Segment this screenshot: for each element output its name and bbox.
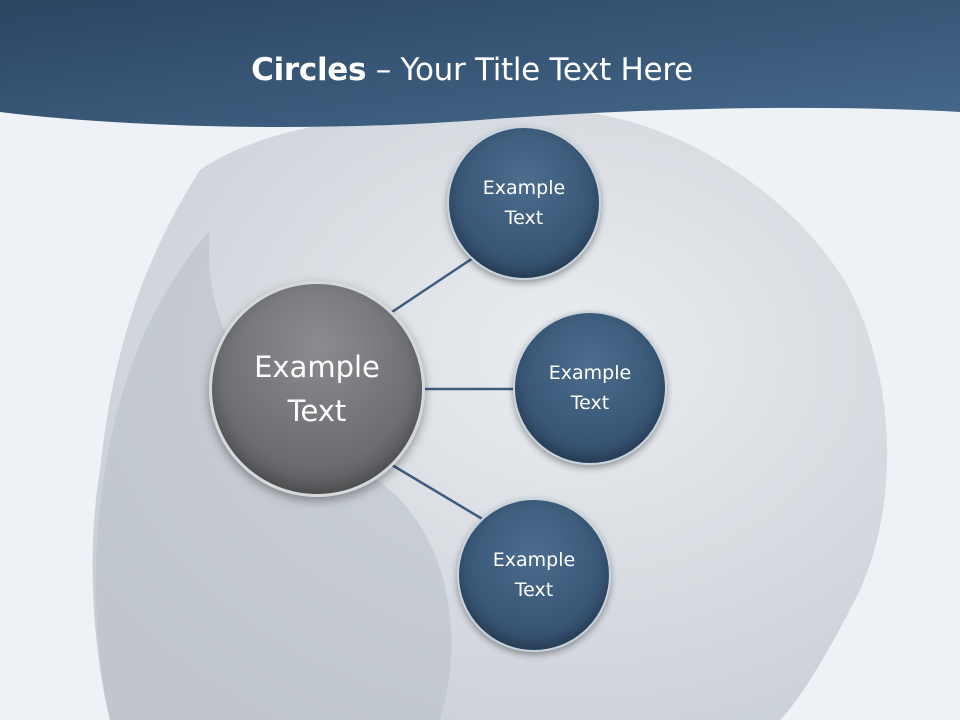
center-circle[interactable]: Example Text <box>209 281 425 497</box>
center-circle-label: Example Text <box>254 350 380 428</box>
circle-node-2[interactable]: Example Text <box>513 311 667 465</box>
circle-node-2-label: Example Text <box>548 362 632 414</box>
slide-title: Circles – Your Title Text Here <box>0 52 944 88</box>
title-bold: Circles <box>251 52 367 88</box>
circle-node-1-label: Example Text <box>482 177 566 229</box>
circle-node-3-label: Example Text <box>492 549 576 601</box>
connector-line-3 <box>391 463 485 522</box>
header-band <box>0 0 960 127</box>
connector-line-1 <box>391 254 477 314</box>
circle-node-3[interactable]: Example Text <box>457 498 611 652</box>
title-rest: – Your Title Text Here <box>366 52 693 88</box>
circle-node-1[interactable]: Example Text <box>447 126 601 280</box>
